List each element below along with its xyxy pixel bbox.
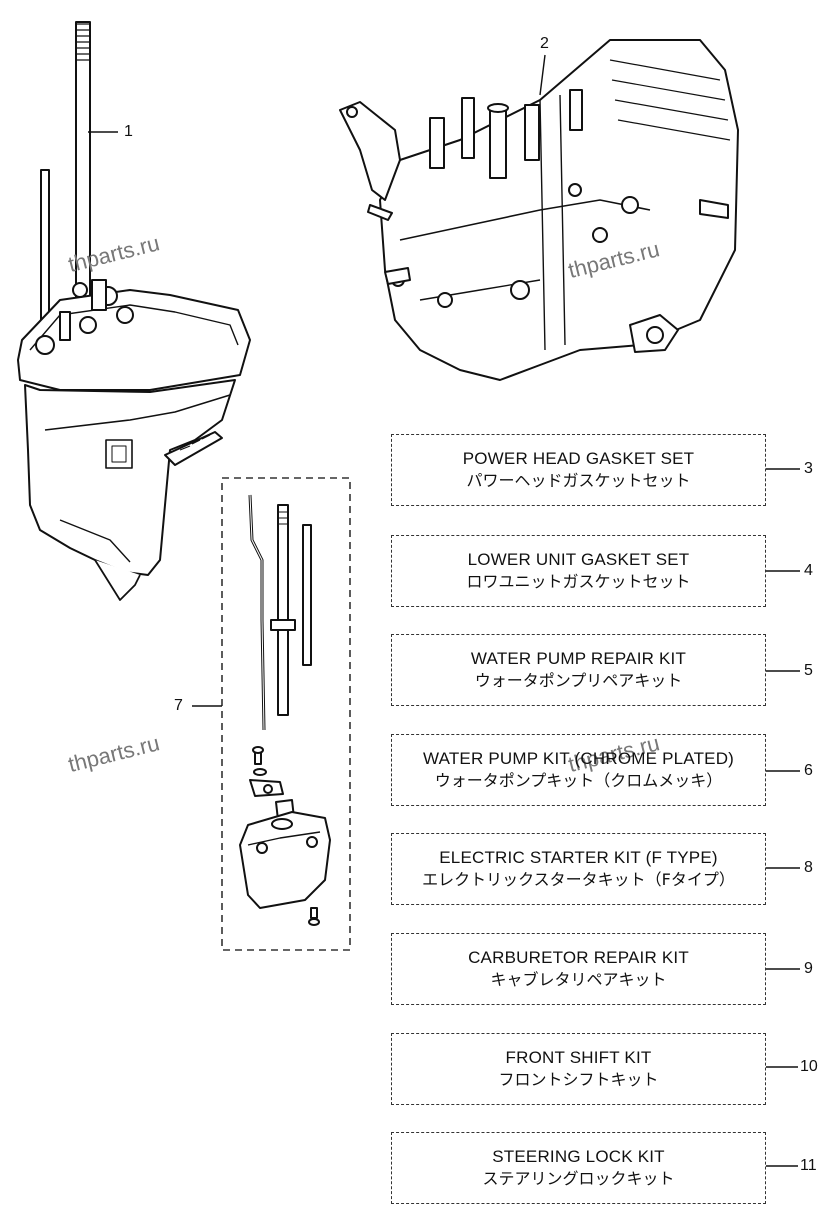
- kit-name-en: FRONT SHIFT KIT: [505, 1048, 652, 1067]
- callout-number-7: 7: [174, 697, 183, 714]
- kit-box-water-pump-repair-kit: WATER PUMP REPAIR KIT ウォータポンプリペアキット: [391, 634, 766, 706]
- power-head-illustration: [339, 39, 739, 381]
- kit-name-jp: ロワユニットガスケットセット: [466, 572, 691, 591]
- kit-number: 10: [800, 1058, 818, 1075]
- kit-name-en: CARBURETOR REPAIR KIT: [468, 948, 689, 967]
- kit-name-jp: ステアリングロックキット: [482, 1169, 675, 1188]
- kit-box-carburetor-repair-kit: CARBURETOR REPAIR KIT キャブレタリペアキット: [391, 933, 766, 1005]
- leader-lines: [88, 54, 800, 1167]
- callout-number-2: 2: [540, 35, 549, 52]
- kit-number: 6: [804, 762, 813, 779]
- kit-box-power-head-gasket-set: POWER HEAD GASKET SET パワーヘッドガスケットセット: [391, 434, 766, 506]
- kit-name-jp: エレクトリックスタータキット（Fタイプ）: [422, 870, 735, 889]
- leader-line-2: [539, 54, 546, 96]
- kit-name-jp: ウォータポンプリペアキット: [474, 671, 683, 690]
- kit-box-electric-starter-kit: ELECTRIC STARTER KIT (F TYPE) エレクトリックスター…: [391, 833, 766, 905]
- kit-number: 4: [804, 562, 813, 579]
- kit-number: 5: [804, 662, 813, 679]
- kit-name-en: POWER HEAD GASKET SET: [462, 449, 695, 468]
- kit-box-water-pump-kit-chrome: WATER PUMP KIT (CHROME PLATED) ウォータポンプキッ…: [391, 734, 766, 806]
- kit-name-en: LOWER UNIT GASKET SET: [467, 550, 690, 569]
- callout-number-1: 1: [124, 123, 133, 140]
- kit-7-illustration: [221, 477, 351, 951]
- kit-number: 11: [800, 1157, 817, 1174]
- kit-name-en: STEERING LOCK KIT: [492, 1147, 665, 1166]
- kit-box-steering-lock-kit: STEERING LOCK KIT ステアリングロックキット: [391, 1132, 766, 1204]
- kit-number: 8: [804, 859, 813, 876]
- kit-name-jp: フロントシフトキット: [498, 1070, 659, 1089]
- kit-box-front-shift-kit: FRONT SHIFT KIT フロントシフトキット: [391, 1033, 766, 1105]
- kit-number: 3: [804, 460, 813, 477]
- kit-name-jp: キャブレタリペアキット: [490, 970, 667, 989]
- lower-unit-illustration: [17, 21, 251, 601]
- kit-box-lower-unit-gasket-set: LOWER UNIT GASKET SET ロワユニットガスケットセット: [391, 535, 766, 607]
- kit-number: 9: [804, 960, 813, 977]
- kit-name-jp: ウォータポンプキット（クロムメッキ）: [434, 771, 723, 790]
- kit-name-jp: パワーヘッドガスケットセット: [466, 471, 691, 490]
- kit-name-en: WATER PUMP KIT (CHROME PLATED): [422, 749, 735, 768]
- kit-name-en: WATER PUMP REPAIR KIT: [470, 649, 687, 668]
- kit-name-en: ELECTRIC STARTER KIT (F TYPE): [439, 848, 718, 867]
